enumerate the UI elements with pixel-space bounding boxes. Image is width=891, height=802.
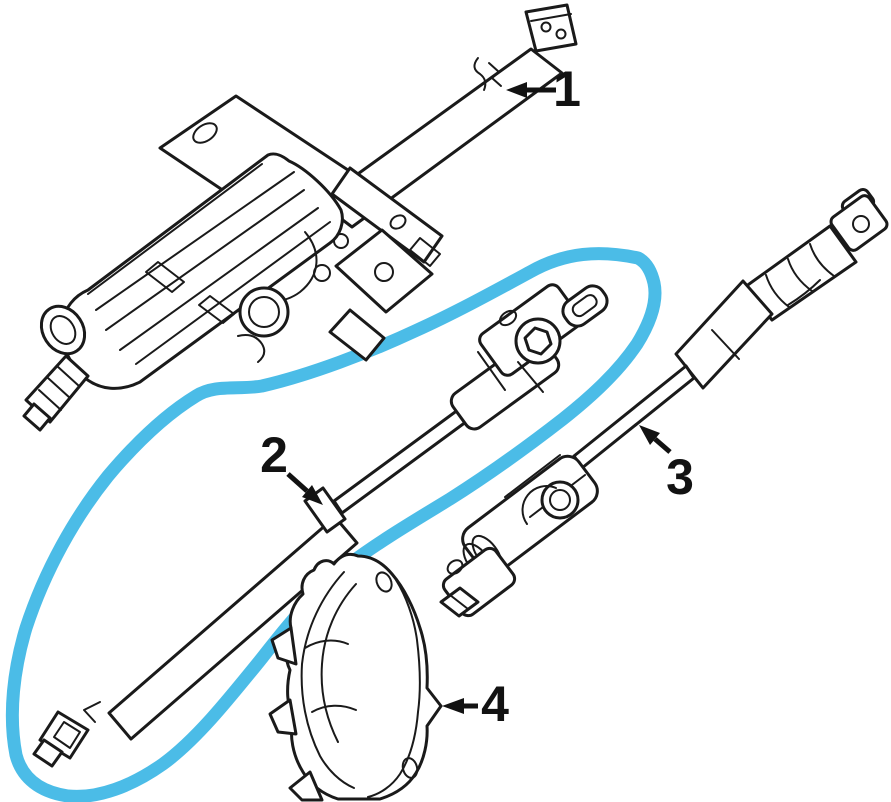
callout-2: 2 [260,427,323,505]
callout-1-label: 1 [553,61,581,117]
callout-2-arrow [286,472,309,493]
callout-1: 1 [506,61,581,117]
callout-4: 4 [442,676,509,732]
part-column-hole-cover [268,552,443,802]
callout-1-arrowhead [506,82,527,98]
callout-3: 3 [639,425,694,505]
callout-3-arrow [653,437,672,454]
callout-2-arrowhead [302,485,323,505]
callout-3-arrowhead [639,425,660,445]
callout-3-label: 3 [666,449,694,505]
highlight-loop-annotation [5,247,662,802]
callout-4-label: 4 [481,676,509,732]
callout-2-label: 2 [260,427,288,483]
part-lower-intermediate-shaft [439,187,889,618]
callout-4-arrowhead [442,698,464,714]
part-steering-column-assembly [22,3,578,432]
